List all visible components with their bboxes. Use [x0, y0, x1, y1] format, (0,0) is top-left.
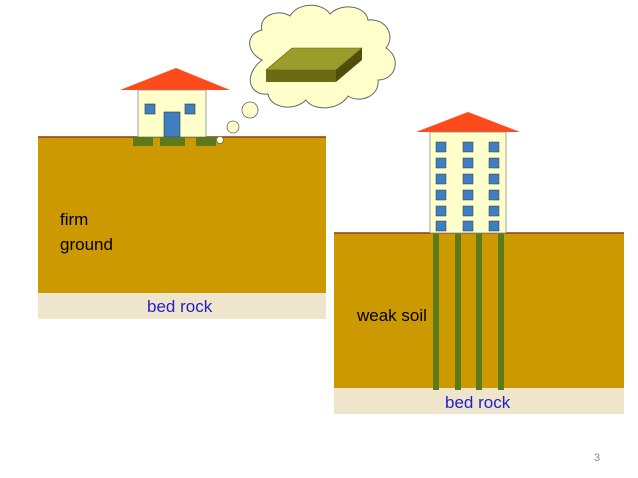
window — [488, 205, 500, 217]
firm-ground-label-line1: firm — [60, 210, 88, 229]
right-bed-rock-label: bed rock — [445, 393, 511, 412]
window — [462, 189, 474, 201]
left-bed-rock — [38, 293, 326, 319]
thought-bubble — [216, 4, 396, 144]
thought-slab-side — [266, 70, 336, 82]
building-roof — [416, 112, 520, 132]
pile-1 — [433, 233, 439, 390]
left-panel: firm ground bed rock — [38, 4, 396, 319]
window — [488, 173, 500, 185]
thought-dot-medium — [226, 120, 240, 134]
window — [462, 173, 474, 185]
left-bed-rock-label: bed rock — [147, 297, 213, 316]
window — [488, 220, 500, 232]
thought-slab-top — [265, 47, 363, 71]
weak-soil-label: weak soil — [356, 306, 427, 325]
window — [435, 189, 447, 201]
right-panel: weak soil bed rock — [334, 112, 624, 414]
pile-2 — [455, 233, 461, 390]
thought-dot-large — [241, 101, 259, 119]
footing-left — [133, 137, 153, 146]
pile-4 — [498, 233, 504, 390]
window — [462, 157, 474, 169]
window — [435, 141, 447, 153]
left-firm-ground — [38, 137, 326, 293]
house-roof — [120, 68, 230, 90]
window — [435, 205, 447, 217]
tall-building — [416, 112, 520, 234]
window — [488, 157, 500, 169]
window — [462, 141, 474, 153]
house-window-right — [184, 103, 196, 115]
slide-number: 3 — [594, 452, 600, 464]
firm-ground-label-line2: ground — [60, 235, 113, 254]
thought-slab-side-right — [336, 48, 362, 82]
window — [488, 189, 500, 201]
window — [435, 173, 447, 185]
house-door — [163, 111, 181, 138]
building-windows — [435, 141, 500, 232]
window — [435, 157, 447, 169]
right-bed-rock — [334, 388, 624, 414]
footing-right — [196, 137, 216, 146]
footing-middle — [160, 137, 185, 146]
window — [462, 205, 474, 217]
window — [462, 220, 474, 232]
small-house — [120, 68, 230, 146]
thought-dot-small — [216, 136, 224, 144]
window — [488, 141, 500, 153]
pile-3 — [476, 233, 482, 390]
house-window-left — [144, 103, 156, 115]
window — [435, 220, 447, 232]
